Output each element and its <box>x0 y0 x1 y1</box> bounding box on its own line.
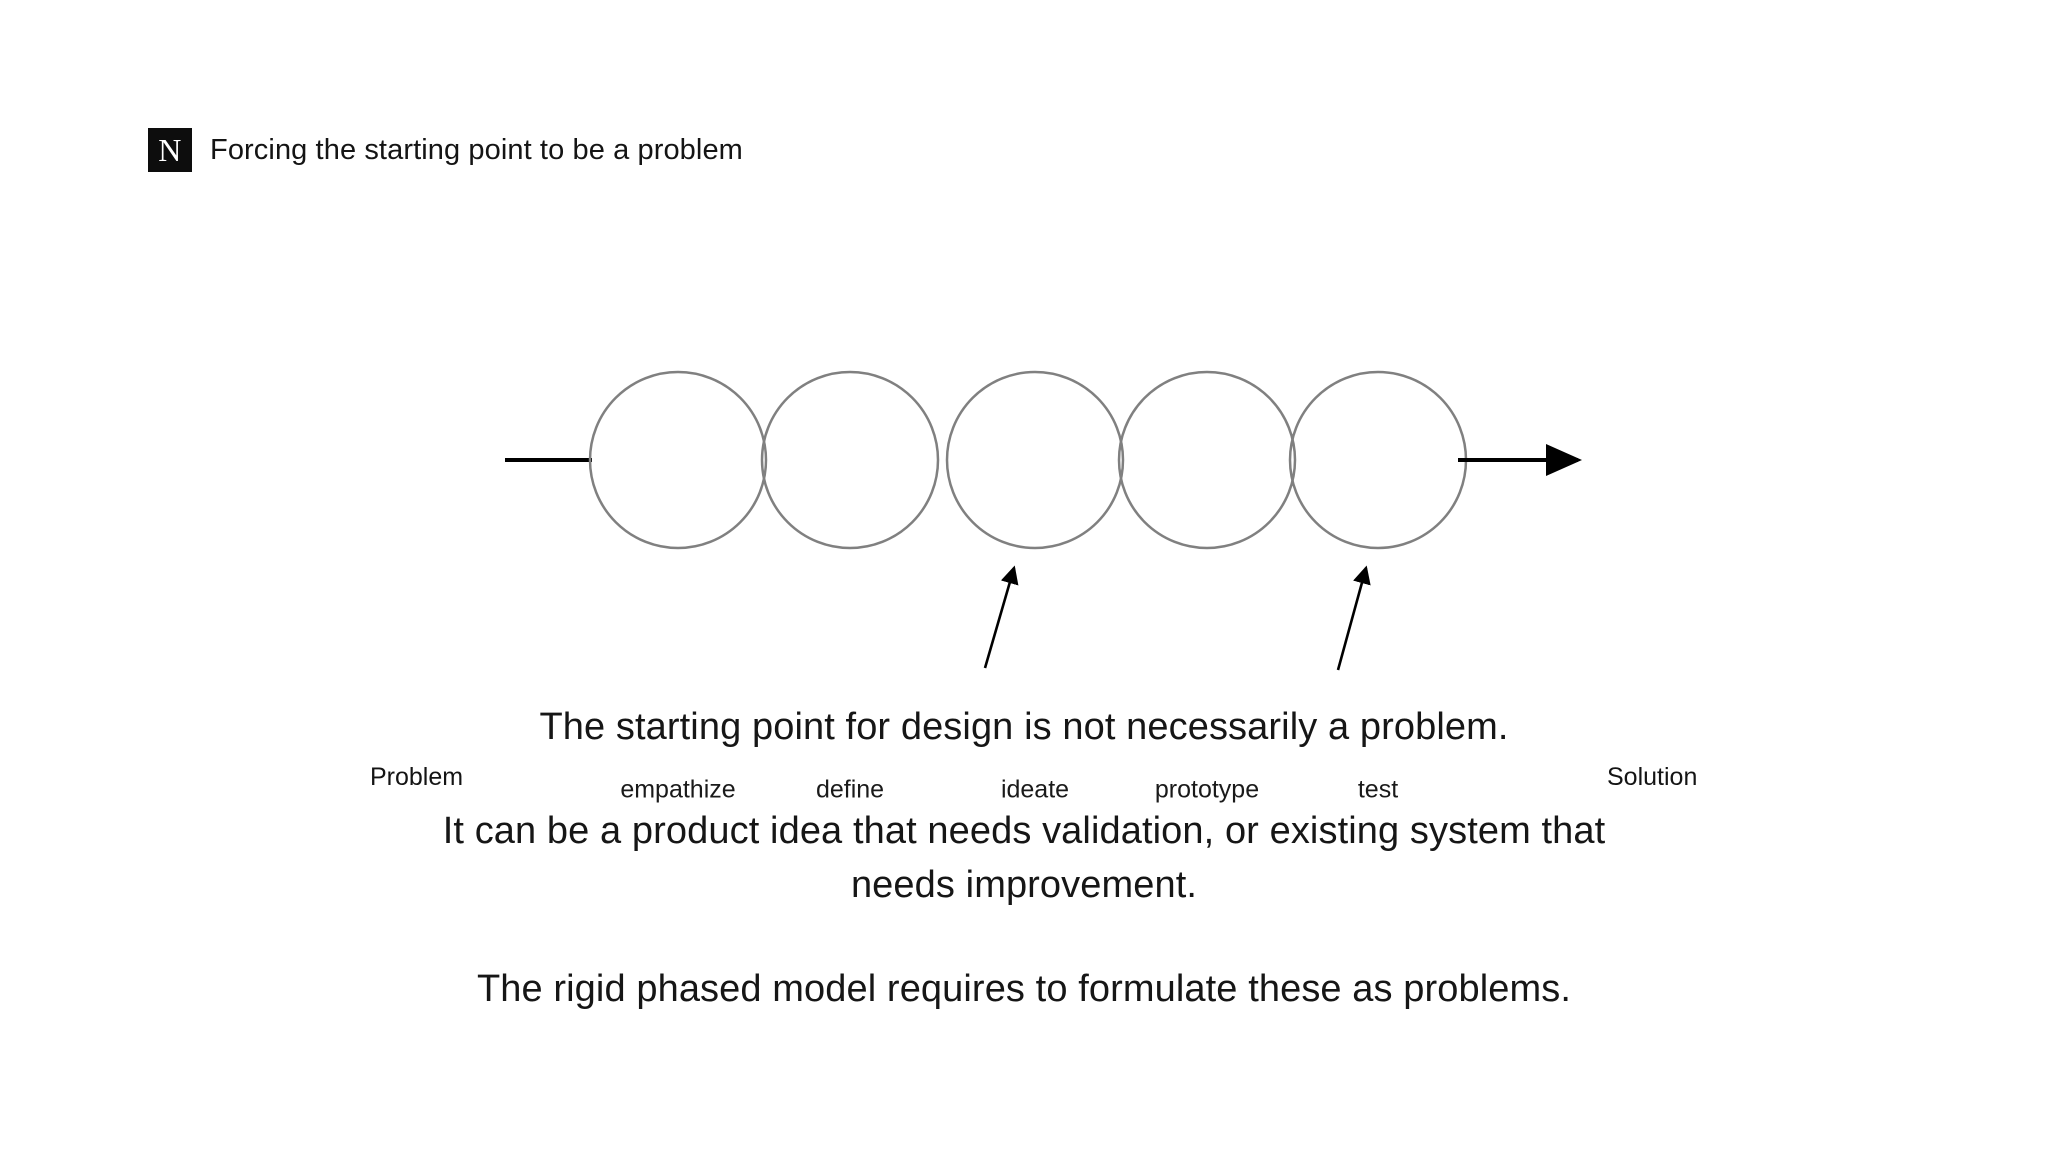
stage-label-empathize: empathize <box>620 775 736 804</box>
page-title: Forcing the starting point to be a probl… <box>210 133 743 166</box>
stage-label-define: define <box>815 775 885 804</box>
notion-logo-icon: N <box>148 128 192 172</box>
stage-label-ideate: ideate <box>1000 775 1070 804</box>
body-paragraph-1: The starting point for design is not nec… <box>539 706 1509 748</box>
annotation-arrow-test <box>1336 565 1371 671</box>
stage-label-prototype: prototype <box>1154 775 1260 804</box>
design-process-diagram: Problem Solution empathize define ideate… <box>0 330 2048 804</box>
notion-logo-letter: N <box>158 132 182 168</box>
page-header: N Forcing the starting point to be a pro… <box>148 128 743 172</box>
stage-circle-test <box>1288 370 1468 550</box>
stage-circle-ideate <box>945 370 1125 550</box>
body-copy: The starting point for design is not nec… <box>434 700 1614 1016</box>
body-paragraph-2: It can be a product idea that needs vali… <box>442 810 1606 906</box>
annotation-arrow-ideate <box>983 565 1019 669</box>
stage-circle-define <box>760 370 940 550</box>
diagram-end-label: Solution <box>1607 763 1698 791</box>
stage-circle-prototype <box>1117 370 1297 550</box>
diagram-start-label: Problem <box>370 763 464 791</box>
stage-circle-empathize <box>588 370 768 550</box>
body-paragraph-3: The rigid phased model requires to formu… <box>476 968 1572 1010</box>
stage-label-test: test <box>1357 775 1399 804</box>
diagram-canvas <box>505 370 1582 671</box>
